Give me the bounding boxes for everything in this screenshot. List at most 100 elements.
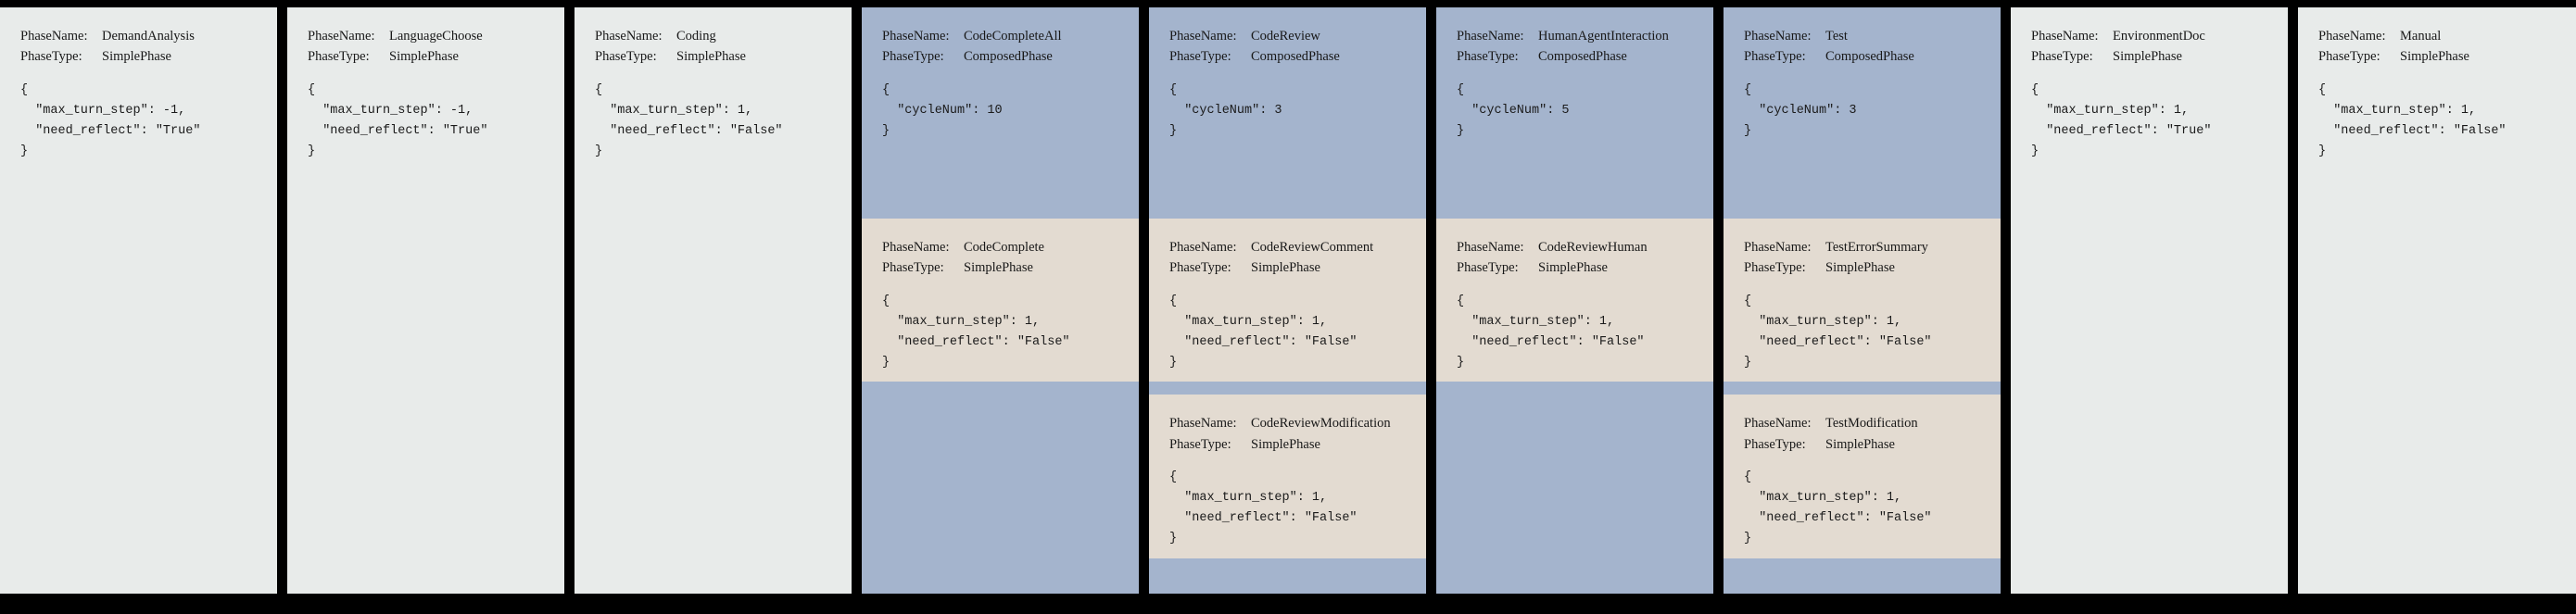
- sub-phase-config-json: { "max_turn_step": 1, "need_reflect": "F…: [882, 294, 1070, 370]
- phase-name-key: PhaseName:: [308, 29, 375, 44]
- phase-config-json: { "max_turn_step": 1, "need_reflect": "F…: [595, 82, 783, 158]
- phase-name-key: PhaseName:: [20, 29, 88, 44]
- phase-name-key: PhaseName:: [1457, 29, 1524, 44]
- phase-name-key: PhaseName:: [1744, 29, 1812, 44]
- phase-type-row: PhaseType: SimplePhase: [1169, 434, 1406, 455]
- phase-type-key: PhaseType:: [1744, 436, 1806, 452]
- phase-name-row: PhaseName: CodeCompleteAll: [882, 26, 1118, 46]
- phase-type-key: PhaseType:: [595, 49, 657, 65]
- phase-name-value: TestErrorSummary: [1825, 240, 1928, 255]
- phase-type-key: PhaseType:: [882, 49, 944, 65]
- phase-type-row: PhaseType:SimplePhase: [1744, 257, 1980, 278]
- sub-phase-config-json: { "max_turn_step": 1, "need_reflect": "F…: [1457, 294, 1645, 370]
- phase-type-row: PhaseType: SimplePhase: [1744, 434, 1980, 455]
- phase-type-value: ComposedPhase: [1251, 49, 1340, 65]
- phase-type-row: PhaseType: SimplePhase: [1457, 257, 1693, 278]
- phase-type-key: PhaseType:: [1169, 49, 1231, 65]
- sub-phase-config-json: { "max_turn_step": 1, "need_reflect": "F…: [1744, 470, 1932, 545]
- phase-name-key: PhaseName:: [1169, 240, 1237, 255]
- phase-name-key: PhaseName:: [882, 29, 950, 44]
- phase-name-row: PhaseName:CodeReviewModification: [1169, 413, 1406, 433]
- phase-type-key: PhaseType:: [1457, 49, 1519, 65]
- phase-type-key: PhaseType:: [882, 260, 944, 276]
- sub-phase-config-json: { "max_turn_step": 1, "need_reflect": "F…: [1169, 294, 1357, 370]
- phase-config-json: { "max_turn_step": 1, "need_reflect": "F…: [2318, 82, 2507, 158]
- sub-phase-config-json: { "max_turn_step": 1, "need_reflect": "F…: [1169, 470, 1357, 545]
- phase-type-value: SimplePhase: [964, 260, 1033, 276]
- composed-phase-filler: [1436, 382, 1713, 594]
- phase-type-value: SimplePhase: [2113, 49, 2182, 65]
- phase-name-value: HumanAgentInteraction: [1538, 29, 1669, 44]
- phase-name-row: PhaseName:DemandAnalysis: [20, 26, 257, 46]
- phase-name-row: PhaseName:Manual: [2318, 26, 2556, 46]
- sub-phase-divider: [1149, 382, 1426, 395]
- phase-type-key: PhaseType:: [1457, 260, 1519, 276]
- phase-name-key: PhaseName:: [882, 240, 950, 255]
- phase-config-json: { "cycleNum": 10 }: [882, 82, 1003, 138]
- phase-name-row: PhaseName:LanguageChoose: [308, 26, 544, 46]
- phase-name-row: PhaseName:TestErrorSummary: [1744, 237, 1980, 257]
- phase-type-value: SimplePhase: [1251, 436, 1320, 452]
- phase-name-key: PhaseName:: [595, 29, 663, 44]
- phase-type-key: PhaseType:: [1744, 49, 1806, 65]
- phase-type-value: SimplePhase: [2400, 49, 2469, 65]
- phase-type-row: PhaseType: ComposedPhase: [1169, 46, 1406, 67]
- phase-name-row: PhaseName:EnvironmentDoc: [2031, 26, 2267, 46]
- phase-name-value: TestModification: [1825, 416, 1918, 432]
- phase-name-value: CodeComplete: [964, 240, 1044, 255]
- phase-name-value: Coding: [676, 29, 716, 44]
- phase-name-row: PhaseName: CodeReviewComment: [1169, 237, 1406, 257]
- phase-type-value: SimplePhase: [102, 49, 171, 65]
- phase-type-key: PhaseType:: [1169, 436, 1231, 452]
- phase-config-json: { "cycleNum": 3 }: [1744, 82, 1857, 138]
- phase-name-value: CodeCompleteAll: [964, 29, 1062, 44]
- phase-type-row: PhaseType: SimplePhase: [882, 257, 1118, 278]
- phase-name-row: PhaseName:TestModification: [1744, 413, 1980, 433]
- phase-config-json: { "max_turn_step": 1, "need_reflect": "T…: [2031, 82, 2212, 158]
- composed-phase-filler: [862, 382, 1139, 594]
- phase-type-row: PhaseType:SimplePhase: [20, 46, 257, 67]
- phase-type-row: PhaseType:SimplePhase: [1169, 257, 1406, 278]
- phase-type-row: PhaseType:SimplePhase: [595, 46, 831, 67]
- composed-phase-filler: [1724, 558, 2001, 594]
- phase-type-row: PhaseType: ComposedPhase: [1457, 46, 1693, 67]
- phase-type-value: SimplePhase: [1825, 436, 1895, 452]
- phase-config-json: { "cycleNum": 5 }: [1457, 82, 1570, 138]
- phase-type-value: SimplePhase: [1538, 260, 1608, 276]
- phase-type-value: ComposedPhase: [1538, 49, 1627, 65]
- phase-type-key: PhaseType:: [1744, 260, 1806, 276]
- phase-config-json: { "cycleNum": 3 }: [1169, 82, 1282, 138]
- phase-name-value: CodeReviewModification: [1251, 416, 1391, 432]
- phase-name-value: CodeReviewComment: [1251, 240, 1374, 255]
- phase-name-key: PhaseName:: [1457, 240, 1524, 255]
- phase-name-value: Manual: [2400, 29, 2442, 44]
